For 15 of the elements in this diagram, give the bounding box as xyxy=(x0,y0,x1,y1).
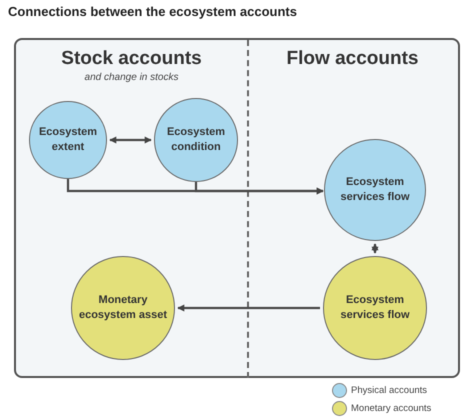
connector-arrow xyxy=(177,304,320,312)
connector-arrow xyxy=(194,182,324,194)
legend-label: Monetary accounts xyxy=(351,402,432,414)
account-label: Ecosystem condition xyxy=(166,125,226,155)
account-label: Ecosystem services flow xyxy=(339,293,411,323)
section-subtitle: and change in stocks xyxy=(84,72,180,83)
section-heading: Stock accounts xyxy=(60,48,203,70)
legend-label: Physical accounts xyxy=(351,384,428,396)
account-label: Ecosystem services flow xyxy=(339,175,411,205)
account-label: Monetary ecosystem asset xyxy=(78,293,168,323)
section-heading: Flow accounts xyxy=(286,48,420,70)
connector-arrow xyxy=(109,136,152,144)
account-label: Ecosystem extent xyxy=(38,125,98,155)
diagram-title: Connections between the ecosystem accounts xyxy=(8,4,297,19)
connector-arrow xyxy=(372,243,378,254)
